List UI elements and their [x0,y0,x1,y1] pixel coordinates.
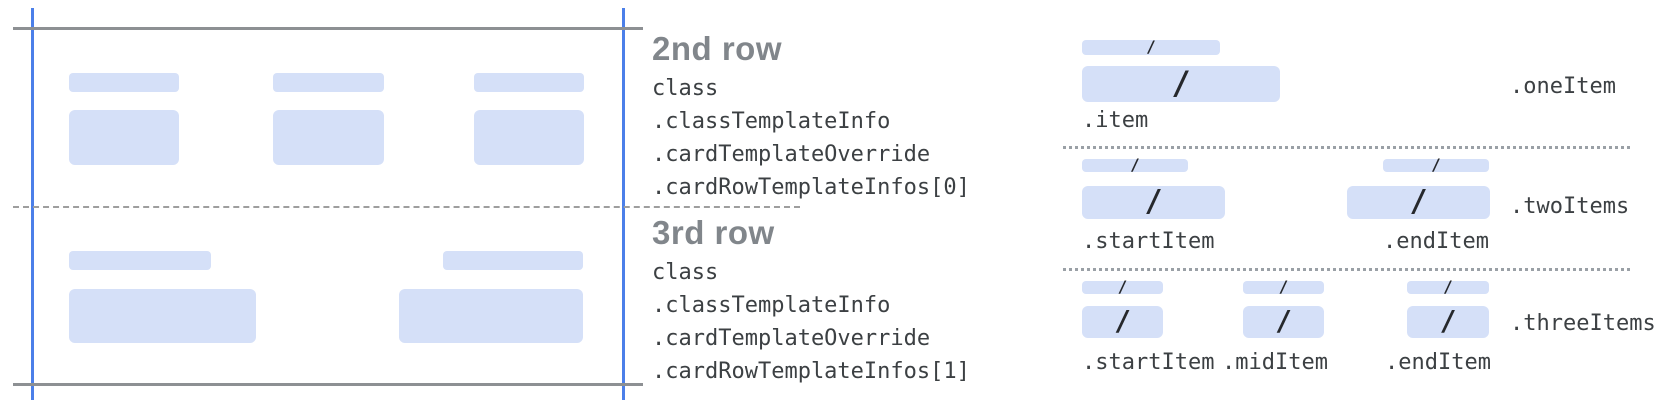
placeholder-label-bar [474,73,584,92]
item-label-bar: / [1082,36,1220,56]
row3-path-code: class .classTemplateInfo .cardTemplateOv… [652,256,970,388]
end-item-field-label: .endItem [1385,350,1491,375]
start-item-value-bar: / [1082,186,1225,219]
end-item-label-bar: / [1407,276,1489,296]
card-row-divider-dashed-line [13,206,800,208]
code-line: .cardRowTemplateInfos[1] [652,359,970,384]
slash-glyph: / [1171,64,1191,102]
start-item-label-bar: / [1082,276,1163,296]
placeholder-value-block [474,110,584,165]
slash-glyph: / [1275,304,1292,337]
end-item-value-bar: / [1407,306,1489,338]
slash-glyph: / [1431,154,1441,174]
end-item-value-bar: / [1347,186,1490,219]
card-left-edge-guide-line [31,8,34,400]
slash-glyph: / [1443,276,1453,296]
code-line: class [652,260,719,285]
two-items-row-label: .twoItems [1510,194,1630,219]
code-line: class [652,76,719,101]
slash-glyph: / [1409,183,1428,219]
one-item-row-label: .oneItem [1510,74,1616,99]
row3-heading: 3rd row [652,214,775,251]
start-item-value-bar: / [1082,306,1163,338]
placeholder-label-bar [69,251,211,270]
legend-divider-2 [1063,268,1630,271]
slash-glyph: / [1146,36,1156,56]
start-item-field-label: .startItem [1082,229,1215,254]
code-line: .classTemplateInfo [652,109,891,134]
slash-glyph: / [1117,276,1128,296]
three-items-row-label: .threeItems [1510,311,1656,336]
item-field-label: .item [1082,108,1149,133]
code-line: .cardTemplateOverride [652,326,931,351]
card-bottom-guide-line [13,383,643,386]
mid-item-label-bar: / [1243,276,1324,296]
mid-item-value-bar: / [1243,306,1324,338]
start-item-field-label: .startItem [1082,350,1215,375]
item-value-bar: / [1082,66,1280,102]
slash-glyph: / [1144,183,1163,219]
end-item-field-label: .endItem [1383,229,1489,254]
placeholder-value-block [399,289,583,343]
card-top-guide-line [13,27,643,30]
placeholder-label-bar [443,251,583,270]
start-item-label-bar: / [1082,154,1188,174]
placeholder-label-bar [69,73,179,92]
code-line: .classTemplateInfo [652,293,891,318]
placeholder-value-block [69,110,179,165]
code-line: .cardRowTemplateInfos[0] [652,175,970,200]
legend-divider-1 [1063,146,1630,149]
card-right-edge-guide-line [622,8,625,400]
slash-glyph: / [1439,304,1457,337]
row2-path-code: class .classTemplateInfo .cardTemplateOv… [652,72,970,204]
placeholder-label-bar [273,73,384,92]
end-item-label-bar: / [1383,154,1489,174]
slash-glyph: / [1114,304,1131,337]
slash-glyph: / [1278,276,1289,296]
mid-item-field-label: .midItem [1222,350,1328,375]
placeholder-value-block [273,110,384,165]
row2-heading: 2nd row [652,30,783,67]
code-line: .cardTemplateOverride [652,142,931,167]
placeholder-value-block [69,289,256,343]
slash-glyph: / [1130,154,1140,174]
